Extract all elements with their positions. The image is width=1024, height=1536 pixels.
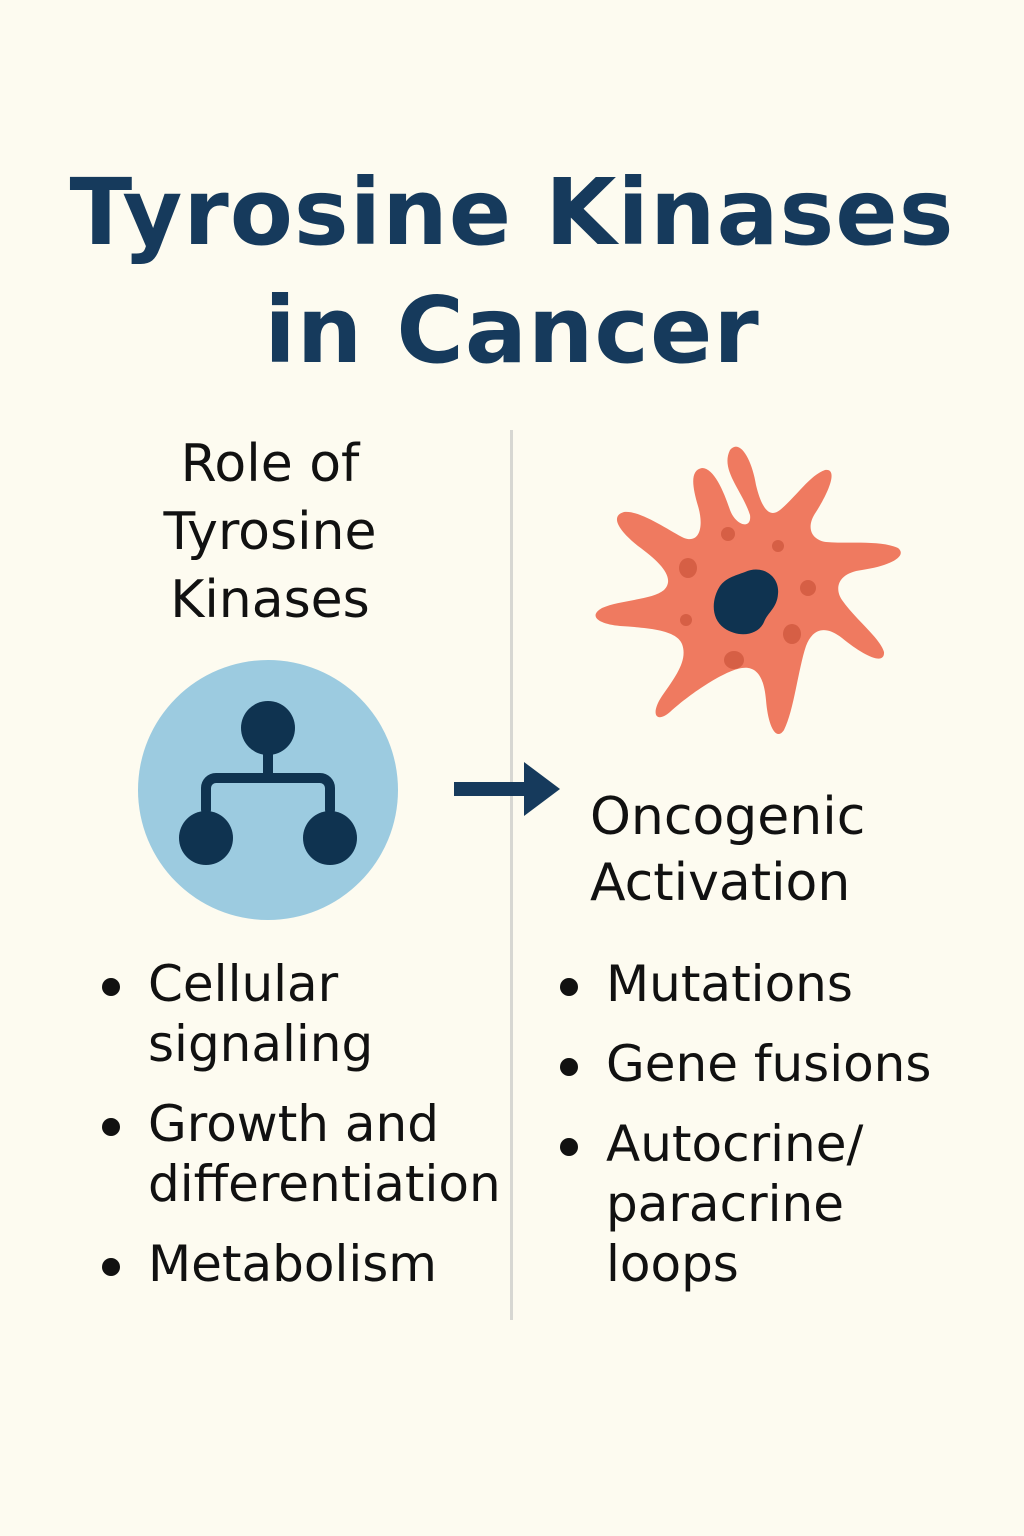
left-bullet-list: Cellular signaling Growth and differenti…	[100, 954, 501, 1314]
cell-spot	[783, 624, 801, 644]
cell-spot	[680, 614, 692, 626]
cell-spot	[772, 540, 784, 552]
left-section-heading: Role of Tyrosine Kinases	[130, 430, 410, 634]
cell-nucleus	[713, 569, 779, 635]
left-heading-line-1: Role of	[180, 434, 360, 494]
signaling-icon-background	[138, 660, 398, 920]
signaling-network-icon	[138, 660, 398, 920]
signaling-node-left	[179, 811, 233, 865]
cell-spot	[724, 651, 744, 669]
list-item: Gene fusions	[558, 1034, 958, 1094]
left-heading-line-2: Tyrosine	[163, 502, 377, 562]
bullet-line: Growth and	[148, 1095, 439, 1153]
bullet-line: differentiation	[148, 1155, 501, 1213]
bullet-line: Autocrine/	[606, 1115, 864, 1173]
signaling-node-right	[303, 811, 357, 865]
page-title: Tyrosine Kinases in Cancer	[0, 154, 1024, 390]
list-item: Mutations	[558, 954, 958, 1014]
arrow-shaft	[454, 782, 534, 796]
column-divider	[510, 430, 513, 1320]
bullet-line: Metabolism	[148, 1235, 438, 1293]
bullet-line: Cellular	[148, 955, 339, 1013]
right-heading-line-2: Activation	[590, 853, 851, 913]
list-item: Growth and differentiation	[100, 1094, 501, 1214]
signaling-node-top	[241, 701, 295, 755]
title-line-2: in Cancer	[264, 276, 760, 384]
cell-spot	[800, 580, 816, 596]
cancer-cell-icon	[595, 446, 901, 735]
bullet-line: Mutations	[606, 955, 853, 1013]
arrow-right-icon	[454, 762, 560, 816]
list-item: Cellular signaling	[100, 954, 500, 1074]
arrow-head	[524, 762, 560, 816]
list-item: Metabolism	[100, 1234, 500, 1294]
bullet-line: signaling	[148, 1015, 374, 1073]
bullet-line: paracrine	[606, 1175, 844, 1233]
cell-spot	[721, 527, 735, 541]
right-bullet-list: Mutations Gene fusions Autocrine/ paracr…	[558, 954, 958, 1314]
bullet-line: loops	[606, 1235, 739, 1293]
title-line-1: Tyrosine Kinases	[69, 158, 955, 266]
right-heading-line-1: Oncogenic	[590, 787, 866, 847]
cell-spot	[679, 558, 697, 578]
left-heading-line-3: Kinases	[170, 570, 370, 630]
right-section-heading: Oncogenic Activation	[590, 784, 910, 916]
list-item: Autocrine/ paracrine loops	[558, 1114, 958, 1294]
bullet-line: Gene fusions	[606, 1035, 932, 1093]
